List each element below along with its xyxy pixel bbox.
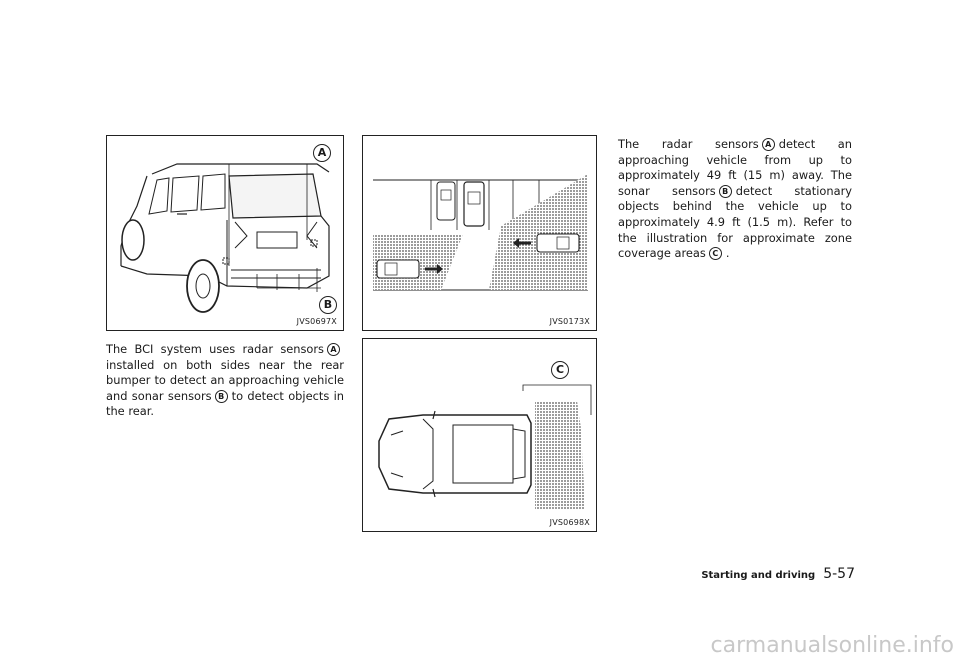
- callout-b-badge: B: [319, 296, 337, 314]
- right-text-4: .: [725, 246, 730, 261]
- figure-sonar-zone: C JVS0698X: [362, 338, 597, 532]
- badge-c: C: [708, 247, 722, 261]
- callout-a-badge: A: [313, 144, 331, 162]
- figure-code: JVS0698X: [549, 518, 590, 527]
- badge-a: A: [761, 138, 775, 151]
- watermark: carmanualsonline.info: [710, 633, 954, 658]
- page-footer: Starting and driving 5-57: [701, 566, 855, 582]
- badge-b: B: [214, 389, 228, 403]
- callout-c-badge: C: [551, 361, 569, 379]
- figure-rear-sensors: A B JVS0697X: [106, 135, 344, 331]
- figure-code: JVS0173X: [549, 317, 590, 326]
- left-text-3: to detect objects in the rear.: [106, 388, 344, 419]
- sonar-zone-illustration: [378, 384, 592, 509]
- section-title: Starting and driving: [701, 570, 816, 581]
- right-text-2: detect an approaching vehicle from up to…: [618, 137, 853, 198]
- left-text-1: The BCI system uses radar sensors: [106, 342, 324, 356]
- right-text-1: The radar sensors: [618, 137, 759, 151]
- right-text-3: detect stationary objects behind the veh…: [618, 183, 853, 261]
- figure-code: JVS0697X: [296, 317, 337, 326]
- page-number: 5-57: [823, 566, 855, 582]
- suv-rear-illustration: [120, 163, 330, 313]
- badge-a: A: [327, 343, 340, 356]
- figure-parking-lot: JVS0173X: [362, 135, 597, 331]
- left-text-2: installed on both sides near the rear bu…: [106, 357, 344, 403]
- badge-b: B: [718, 184, 732, 198]
- parking-lot-illustration: [373, 174, 588, 291]
